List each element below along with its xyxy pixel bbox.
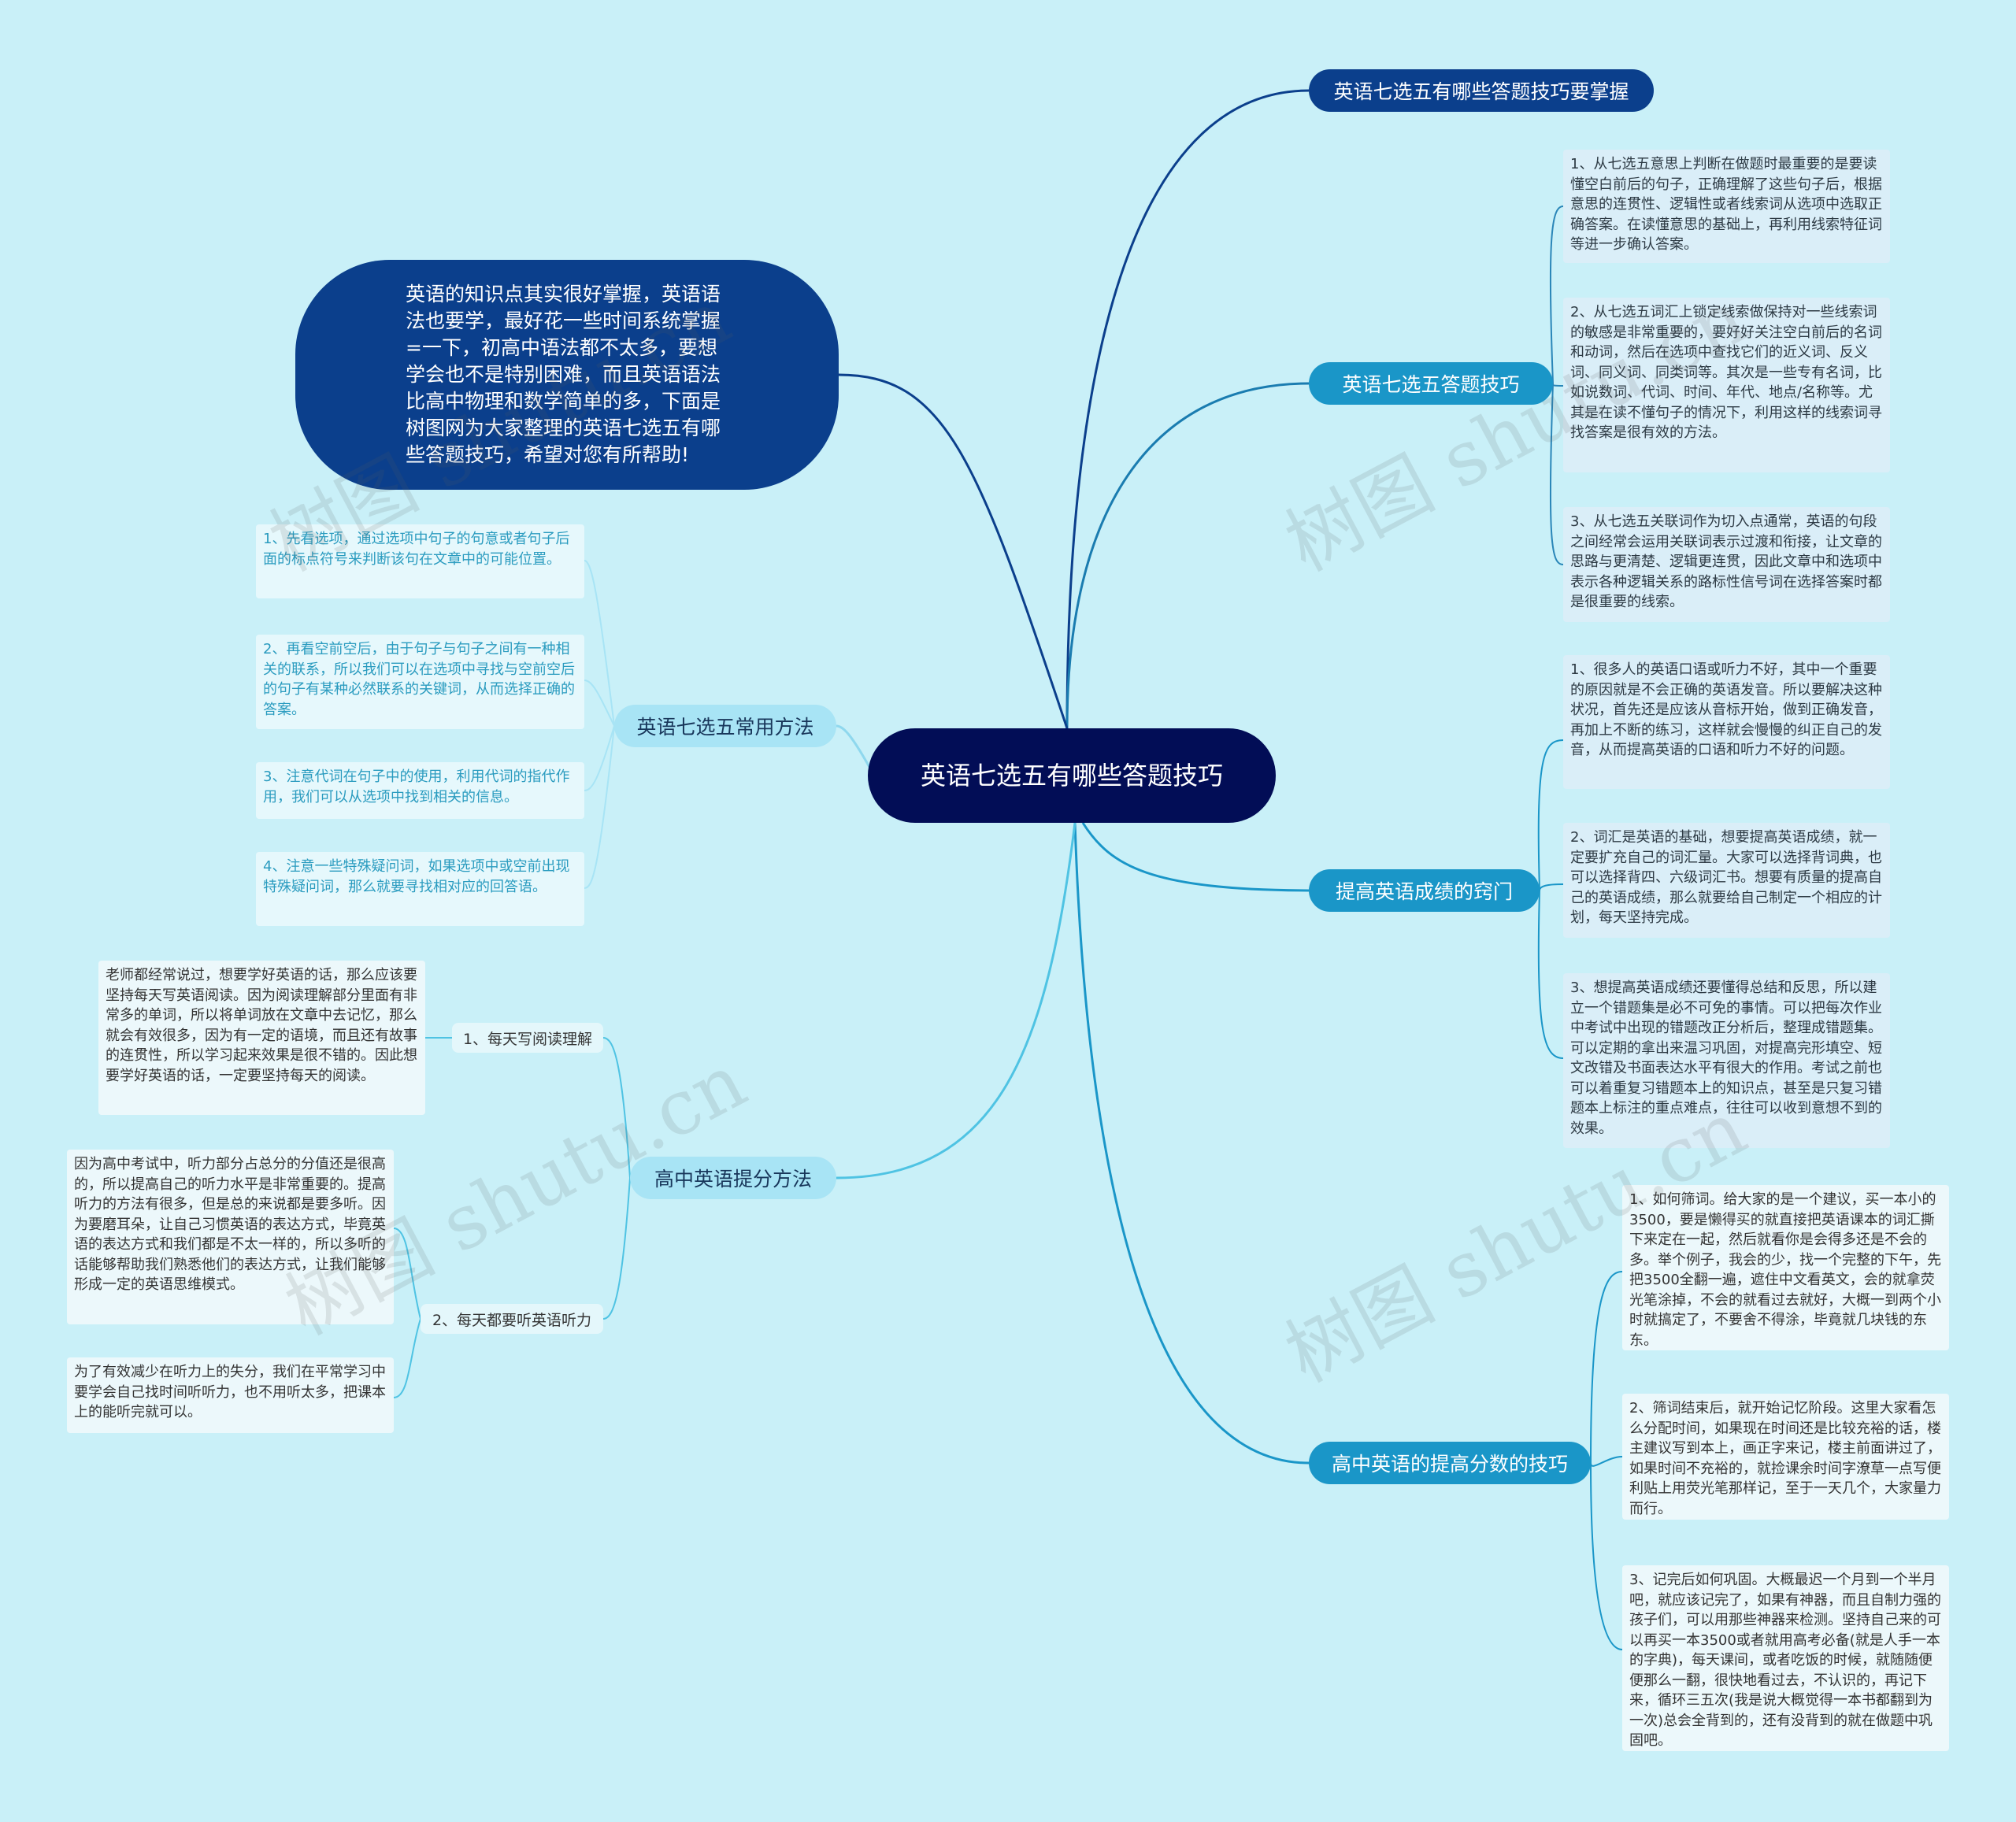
link-center-methods — [836, 724, 876, 776]
branch-skills-label: 英语七选五答题技巧 — [1342, 373, 1520, 396]
score-leaf-3[interactable]: 3、记完后如何巩固。大概最迟一个月到一个半月吧，就应该记完了，如果有神器，而且自… — [1622, 1565, 1949, 1751]
methods-leaf-1[interactable]: 1、先看选项，通过选项中句子的句意或者句子后面的标点符号来判断该句在文章中的可能… — [256, 524, 584, 598]
leaf-text: 2、筛词结束后，就开始记忆阶段。这里大家看怎么分配时间，如果现在时间还是比较充裕… — [1629, 1400, 1941, 1517]
score-leaf-2[interactable]: 2、筛词结束后，就开始记忆阶段。这里大家看怎么分配时间，如果现在时间还是比较充裕… — [1622, 1394, 1949, 1520]
sub-label: 2、每天都要听英语听力 — [432, 1311, 592, 1329]
branch-score[interactable]: 高中英语的提高分数的技巧 — [1309, 1442, 1591, 1484]
intro-node[interactable]: 英语的知识点其实很好掌握，英语语法也要学，最好花一些时间系统掌握=一下，初高中语… — [295, 260, 839, 490]
leaf-text: 2、再看空前空后，由于句子与句子之间有一种相关的联系，所以我们可以在选项中寻找与… — [263, 641, 575, 718]
branch-master[interactable]: 英语七选五有哪些答题技巧要掌握 — [1309, 69, 1654, 112]
leaf-text: 4、注意一些特殊疑问词，如果选项中或空前出现特殊疑问词，那么就要寻找相对应的回答… — [263, 858, 570, 895]
leaf-text: 3、想提高英语成绩还要懂得总结和反思，所以建立一个错题集是必不可免的事情。可以把… — [1570, 980, 1882, 1137]
link-center-tips — [836, 822, 1077, 1179]
improve-leaf-1[interactable]: 1、很多人的英语口语或听力不好，其中一个重要的原因就是不会正确的英语发音。所以要… — [1563, 655, 1890, 789]
link-center-master — [1065, 89, 1310, 729]
methods-leaf-3[interactable]: 3、注意代词在句子中的使用，利用代词的指代作用，我们可以从选项中找到相关的信息。 — [256, 762, 584, 819]
reading-leaf-1[interactable]: 老师都经常说过，想要学好英语的话，那么应该要坚持每天写英语阅读。因为阅读理解部分… — [98, 961, 425, 1115]
branch-tips[interactable]: 高中英语提分方法 — [630, 1157, 836, 1199]
link-center-intro — [838, 373, 1069, 729]
link-center-improve — [1081, 822, 1310, 892]
leaf-text: 老师都经常说过，想要学好英语的话，那么应该要坚持每天写英语阅读。因为阅读理解部分… — [106, 967, 417, 1084]
branch-tips-label: 高中英语提分方法 — [654, 1168, 812, 1191]
improve-leaf-3[interactable]: 3、想提高英语成绩还要懂得总结和反思，所以建立一个错题集是必不可免的事情。可以把… — [1563, 973, 1890, 1148]
methods-leaf-2[interactable]: 2、再看空前空后，由于句子与句子之间有一种相关的联系，所以我们可以在选项中寻找与… — [256, 635, 584, 729]
central-topic-label: 英语七选五有哪些答题技巧 — [920, 761, 1223, 791]
sub-label: 1、每天写阅读理解 — [462, 1030, 593, 1048]
link-center-score — [1073, 822, 1310, 1465]
leaf-text: 为了有效减少在听力上的失分，我们在平常学习中要学会自己找时间听听力，也不用听太多… — [74, 1364, 386, 1420]
branch-methods[interactable]: 英语七选五常用方法 — [614, 705, 836, 747]
leaf-text: 1、先看选项，通过选项中句子的句意或者句子后面的标点符号来判断该句在文章中的可能… — [263, 531, 570, 568]
branch-skills[interactable]: 英语七选五答题技巧 — [1309, 362, 1553, 405]
improve-leaf-2[interactable]: 2、词汇是英语的基础，想要提高英语成绩，就一定要扩充自己的词汇量。大家可以选择背… — [1563, 823, 1890, 938]
leaf-text: 1、如何筛词。给大家的是一个建议，买一本小的3500，要是懒得买的就直接把英语课… — [1629, 1191, 1941, 1349]
branch-improve[interactable]: 提高英语成绩的窍门 — [1309, 869, 1540, 912]
skills-leaf-1[interactable]: 1、从七选五意思上判断在做题时最重要的是要读懂空白前后的句子，正确理解了这些句子… — [1563, 150, 1890, 263]
tips-sub-listening[interactable]: 2、每天都要听英语听力 — [421, 1304, 603, 1334]
link-center-skills — [1065, 382, 1310, 729]
leaf-text: 3、从七选五关联词作为切入点通常，英语的句段之间经常会运用关联词表示过渡和衔接，… — [1570, 513, 1882, 610]
leaf-text: 2、词汇是英语的基础，想要提高英语成绩，就一定要扩充自己的词汇量。大家可以选择背… — [1570, 829, 1882, 926]
tips-sub-reading[interactable]: 1、每天写阅读理解 — [452, 1023, 603, 1053]
listening-leaf-2[interactable]: 为了有效减少在听力上的失分，我们在平常学习中要学会自己找时间听听力，也不用听太多… — [67, 1357, 394, 1433]
branch-improve-label: 提高英语成绩的窍门 — [1335, 880, 1513, 903]
branch-methods-label: 英语七选五常用方法 — [636, 716, 814, 739]
score-leaf-1[interactable]: 1、如何筛词。给大家的是一个建议，买一本小的3500，要是懒得买的就直接把英语课… — [1622, 1185, 1949, 1350]
branch-score-label: 高中英语的提高分数的技巧 — [1331, 1453, 1568, 1476]
leaf-text: 2、从七选五词汇上锁定线索做保持对一些线索词的敏感是非常重要的，要好好关注空白前… — [1570, 304, 1882, 441]
branch-master-label: 英语七选五有哪些答题技巧要掌握 — [1333, 80, 1629, 103]
skills-leaf-2[interactable]: 2、从七选五词汇上锁定线索做保持对一些线索词的敏感是非常重要的，要好好关注空白前… — [1563, 298, 1890, 472]
skills-leaf-3[interactable]: 3、从七选五关联词作为切入点通常，英语的句段之间经常会运用关联词表示过渡和衔接，… — [1563, 507, 1890, 622]
leaf-text: 1、从七选五意思上判断在做题时最重要的是要读懂空白前后的句子，正确理解了这些句子… — [1570, 156, 1882, 253]
leaf-text: 3、注意代词在句子中的使用，利用代词的指代作用，我们可以从选项中找到相关的信息。 — [263, 768, 570, 805]
leaf-text: 3、记完后如何巩固。大概最迟一个月到一个半月吧，就应该记完了，如果有神器，而且自… — [1629, 1572, 1941, 1749]
listening-leaf-1[interactable]: 因为高中考试中，听力部分占总分的分值还是很高的，所以提高自己的听力水平是非常重要… — [67, 1150, 394, 1324]
leaf-text: 1、很多人的英语口语或听力不好，其中一个重要的原因就是不会正确的英语发音。所以要… — [1570, 661, 1882, 758]
methods-leaf-4[interactable]: 4、注意一些特殊疑问词，如果选项中或空前出现特殊疑问词，那么就要寻找相对应的回答… — [256, 852, 584, 926]
leaf-text: 因为高中考试中，听力部分占总分的分值还是很高的，所以提高自己的听力水平是非常重要… — [74, 1156, 386, 1293]
intro-text: 英语的知识点其实很好掌握，英语语法也要学，最好花一些时间系统掌握=一下，初高中语… — [406, 283, 721, 466]
central-topic[interactable]: 英语七选五有哪些答题技巧 — [868, 728, 1276, 823]
